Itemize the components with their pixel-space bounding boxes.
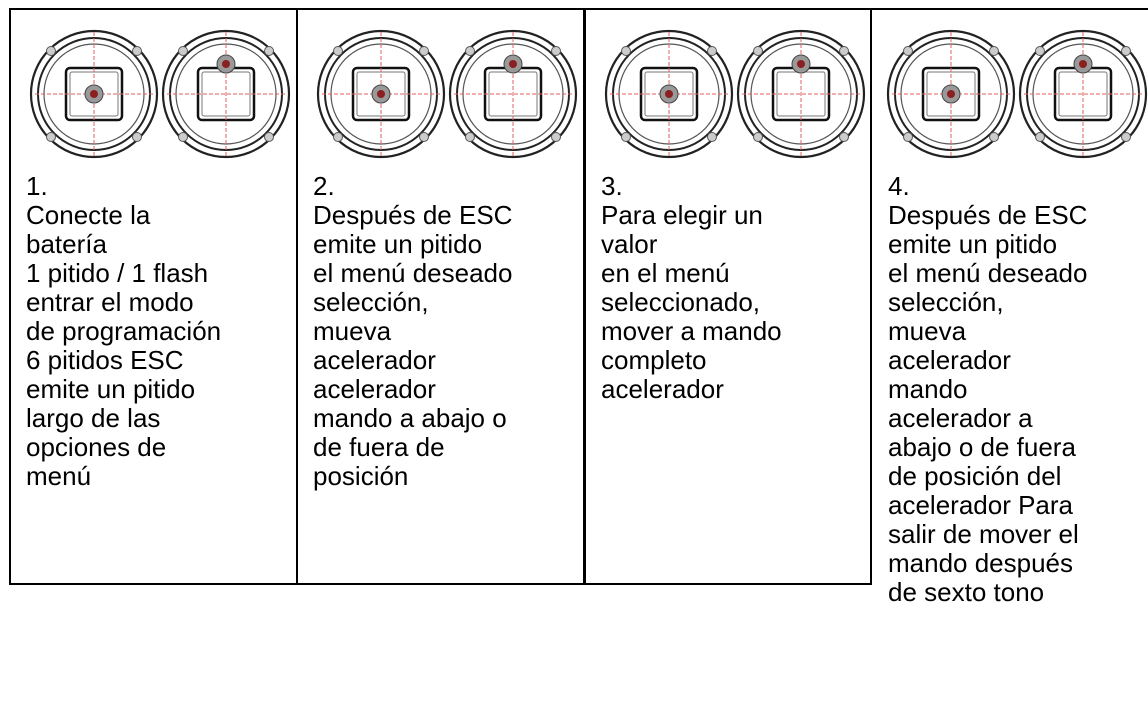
- transmitter-stick-centered-icon: [318, 31, 444, 157]
- step-cell-1: 1. Conecte la batería 1 pitido / 1 flash…: [9, 8, 296, 585]
- step-cell-3: 3. Para elegir un valor en el menú selec…: [583, 8, 872, 585]
- step-text: 3. Para elegir un valor en el menú selec…: [601, 172, 868, 404]
- step-cell-2: 2. Después de ESC emite un pitido el men…: [296, 8, 583, 585]
- transmitter-stick-centered-icon: [606, 31, 732, 157]
- step-text: 4. Después de ESC emite un pitido el men…: [888, 172, 1146, 607]
- step-description: Conecte la batería 1 pitido / 1 flash en…: [26, 200, 222, 491]
- transmitter-stick-up-icon: [163, 31, 289, 157]
- transmitter-stick-up-icon: [738, 31, 864, 157]
- transmitter-sticks-illustration: [316, 24, 578, 164]
- transmitter-sticks-illustration: [29, 24, 291, 164]
- step-number: 2.: [313, 171, 335, 201]
- step-description: Después de ESC emite un pitido el menú d…: [313, 200, 513, 491]
- transmitter-stick-up-icon: [1020, 31, 1146, 157]
- step-number: 3.: [601, 171, 623, 201]
- step-description: Después de ESC emite un pitido el menú d…: [888, 200, 1088, 607]
- transmitter-sticks-illustration: [604, 24, 866, 164]
- step-number: 1.: [26, 171, 48, 201]
- step-description: Para elegir un valor en el menú seleccio…: [601, 200, 782, 404]
- step-number: 4.: [888, 171, 910, 201]
- transmitter-sticks-illustration: [886, 24, 1148, 164]
- transmitter-stick-up-icon: [450, 31, 576, 157]
- step-text: 2. Después de ESC emite un pitido el men…: [313, 172, 581, 491]
- step-text: 1. Conecte la batería 1 pitido / 1 flash…: [26, 172, 294, 491]
- transmitter-stick-centered-icon: [888, 31, 1014, 157]
- transmitter-stick-centered-icon: [31, 31, 157, 157]
- step-cell-4: 4. Después de ESC emite un pitido el men…: [872, 8, 1148, 724]
